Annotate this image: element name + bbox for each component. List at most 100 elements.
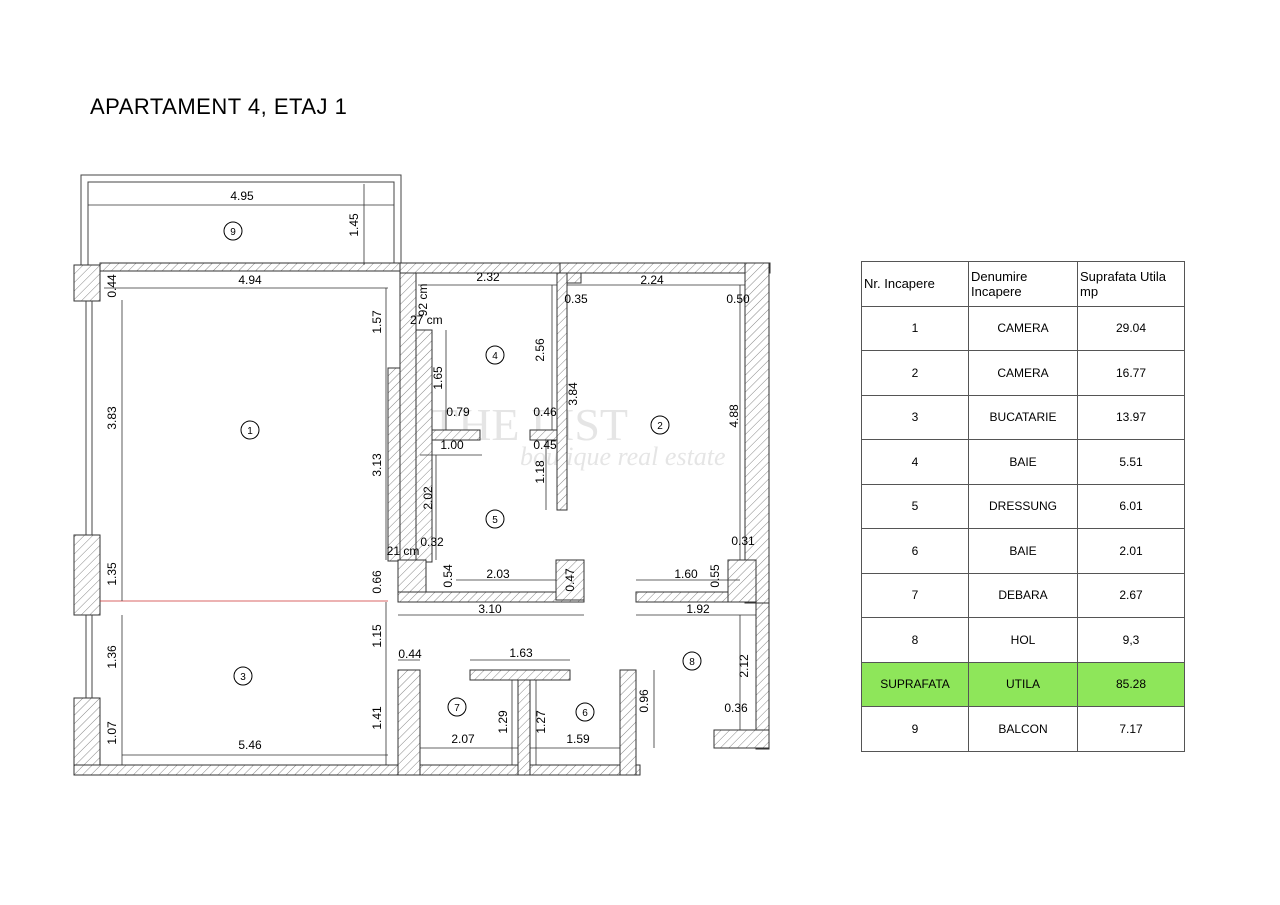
- table-cell-area: 7.17: [1077, 706, 1185, 752]
- dim-balcony-width: 4.95: [230, 189, 254, 203]
- dim-dress-w: 2.03: [486, 567, 510, 581]
- dim-niche-c: 1.00: [440, 438, 464, 452]
- table-header-area: Suprafata Utila mp: [1077, 261, 1185, 307]
- table-cell-area: 13.97: [1077, 394, 1185, 440]
- dim-wall-047: 0.47: [563, 568, 577, 592]
- dim-niche-a: 0.79: [446, 405, 470, 419]
- wall-top-right: [559, 262, 771, 274]
- dim-dbr-h: 1.29: [496, 710, 510, 734]
- dim-r2-height: 4.88: [727, 404, 741, 428]
- dim-bath-top: 92 cm: [416, 284, 430, 317]
- wall-lower-right-corner: [727, 559, 757, 603]
- svg-text:9: 9: [230, 227, 236, 238]
- room-area-table: Nr. Incapere Denumire Incapere Suprafata…: [861, 261, 1185, 752]
- wall-left-top: [73, 264, 101, 302]
- dim-bath2-h: 1.27: [534, 710, 548, 734]
- table-cell-name: CAMERA: [968, 350, 1078, 396]
- table-cell-name: BALCON: [968, 706, 1078, 752]
- dim-r3-height-a: 1.36: [105, 645, 119, 669]
- watermark-sub: boutique real estate: [520, 442, 726, 471]
- dim-r2-wall-r: 0.50: [726, 292, 750, 306]
- dim-wall-031: 0.31: [731, 534, 755, 548]
- dim-r1-width: 4.94: [238, 273, 262, 287]
- dim-r2-width: 2.24: [640, 273, 664, 287]
- dim-wall-115: 1.15: [370, 624, 384, 648]
- dim-r1-mid: 3.13: [370, 453, 384, 477]
- dim-hall-h: 2.12: [737, 654, 751, 678]
- table-cell-name: DEBARA: [968, 572, 1078, 618]
- table-cell-nr: 9: [861, 706, 969, 752]
- table-total-area: 85.28: [1077, 661, 1185, 707]
- dim-r1-lower: 1.57: [370, 310, 384, 334]
- table-header-name: Denumire Incapere: [968, 261, 1078, 307]
- dim-window-mid: 1.35: [105, 562, 119, 586]
- room-marker-6: 6: [575, 702, 595, 722]
- dim-dbr-top: 1.63: [509, 646, 533, 660]
- wall-right-lower: [755, 602, 770, 750]
- room-marker-1: 1: [240, 420, 260, 440]
- room-marker-5: 5: [485, 509, 505, 529]
- wall-right: [744, 262, 770, 604]
- wall-dress-left: [415, 329, 433, 563]
- table-cell-nr: 4: [861, 439, 969, 485]
- svg-text:7: 7: [454, 703, 460, 714]
- table-cell-nr: 8: [861, 617, 969, 663]
- dim-hall-b: 3.10: [478, 602, 502, 616]
- table-cell-nr: 3: [861, 394, 969, 440]
- room-marker-3: 3: [233, 666, 253, 686]
- table-cell-nr: 5: [861, 483, 969, 529]
- wall-left-mid: [73, 534, 101, 616]
- table-cell-area: 2.01: [1077, 528, 1185, 574]
- table-cell-area: 2.67: [1077, 572, 1185, 618]
- table-cell-area: 29.04: [1077, 305, 1185, 351]
- table-cell-name: HOL: [968, 617, 1078, 663]
- page-title: APARTAMENT 4, ETAJ 1: [90, 94, 348, 119]
- dim-r3-width: 5.46: [238, 738, 262, 752]
- table-cell-area: 9,3: [1077, 617, 1185, 663]
- svg-text:3: 3: [240, 672, 246, 683]
- room-marker-9: 9: [223, 221, 243, 241]
- room-marker-8: 8: [682, 651, 702, 671]
- watermark-main: THE LIST: [430, 399, 628, 450]
- dim-wall-066: 0.66: [370, 570, 384, 594]
- wall-corridor-cap: [566, 272, 582, 284]
- dim-dbr-w: 2.07: [451, 732, 475, 746]
- wall-r1-right: [387, 367, 401, 562]
- windows: [85, 301, 388, 698]
- wall-hall-corner: [713, 729, 770, 749]
- dim-r1-height: 3.83: [105, 406, 119, 430]
- svg-text:5: 5: [492, 515, 498, 526]
- wall-top-left: [99, 262, 401, 272]
- dim-niche-d: 0.45: [533, 438, 557, 452]
- table-cell-name: BUCATARIE: [968, 394, 1078, 440]
- dim-dress-inner: 1.18: [533, 460, 547, 484]
- walls: [73, 262, 771, 776]
- dim-wall-036: 0.36: [724, 701, 748, 715]
- table-cell-name: BAIE: [968, 528, 1078, 574]
- dim-wall-055: 0.55: [708, 564, 722, 588]
- dim-bath-inner: 1.65: [431, 366, 445, 390]
- table-cell-name: BAIE: [968, 439, 1078, 485]
- dim-r2-wall: 0.35: [564, 292, 588, 306]
- table-cell-nr: 2: [861, 350, 969, 396]
- svg-text:1: 1: [247, 426, 253, 437]
- table-cell-area: 16.77: [1077, 350, 1185, 396]
- svg-text:6: 6: [582, 708, 588, 719]
- dim-wall-096: 0.96: [637, 689, 651, 713]
- svg-text:4: 4: [492, 351, 498, 362]
- dim-balcony-depth: 1.45: [347, 213, 361, 237]
- dim-r3-lower: 1.41: [370, 706, 384, 730]
- wall-niche-right: [529, 429, 558, 441]
- wall-debara-left: [397, 669, 421, 776]
- table-cell-nr: 1: [861, 305, 969, 351]
- table-cell-name: CAMERA: [968, 305, 1078, 351]
- dimension-labels: 4.95 1.45 4.94 0.44 3.83 1.35 1.36 1.07 …: [105, 189, 755, 752]
- table-cell-nr: 6: [861, 528, 969, 574]
